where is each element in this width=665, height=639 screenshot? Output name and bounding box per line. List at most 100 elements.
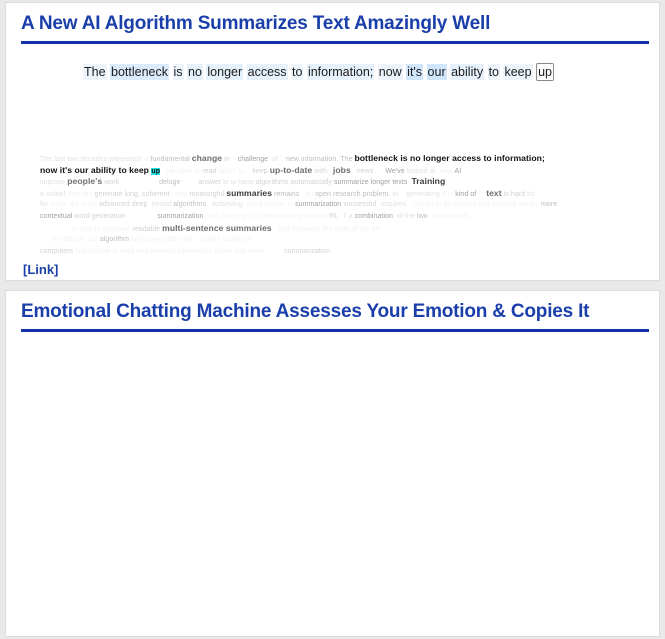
cloud-token: generating <box>406 190 440 198</box>
summary-token: to <box>291 64 304 80</box>
cloud-token: keep <box>252 167 268 175</box>
article-link-1[interactable]: [Link] <box>23 262 59 277</box>
cloud-token: two <box>416 212 428 220</box>
cloud-token: meaningful <box>189 190 225 198</box>
cloud-row: is able to generate readable multi-sente… <box>40 223 640 235</box>
cloud-token: training <box>278 212 304 220</box>
cloud-token: The last two decades <box>40 156 108 163</box>
cloud-token: fundamental <box>150 156 190 163</box>
cloud-token: deluge <box>159 179 181 187</box>
cloud-token: advanced deep <box>98 201 148 209</box>
cloud-token: Training <box>411 176 446 187</box>
cloud-token <box>373 168 385 175</box>
cloud-token: of <box>268 156 281 163</box>
cloud-row: we believe our algorithm will prove usef… <box>40 234 640 246</box>
article-card-1: A New AI Algorithm Summarizes Text Amazi… <box>5 2 660 281</box>
cloud-token: faster to <box>216 167 247 175</box>
cloud-token: and <box>169 190 190 198</box>
cloud-token: summarization <box>157 212 204 220</box>
cloud-token: work <box>102 179 120 187</box>
cloud-token: successful <box>341 201 377 209</box>
cloud-token: up-to-date <box>269 164 313 175</box>
summary-token: keep <box>503 64 533 80</box>
cloud-token: a <box>140 156 151 163</box>
cloud-row: for even the most advanced deep neural a… <box>40 199 640 211</box>
summary-token: access <box>246 64 288 80</box>
cloud-token: method <box>303 212 330 220</box>
cloud-row: improve people's work deluge answer is t… <box>40 176 640 188</box>
cloud-token: contextual <box>40 212 73 220</box>
cloud-token: summarize longer texts <box>333 179 408 187</box>
summary-token: it's <box>406 64 424 80</box>
cloud-token: generate long, coherent <box>94 190 170 198</box>
cloud-token: multi-sentence summaries <box>162 222 272 233</box>
summary-token: up <box>536 63 554 81</box>
cloud-token: the most <box>67 201 99 209</box>
cloud-token: RL <box>329 212 339 220</box>
summary-token: to <box>487 64 500 80</box>
cloud-token: kind of <box>455 190 477 198</box>
cloud-token: even <box>50 201 68 209</box>
cloud-token: summarization <box>295 201 342 209</box>
cloud-token: a model <box>40 190 66 198</box>
cloud-token: algorithm <box>99 236 130 244</box>
cloud-token: We've <box>385 167 405 175</box>
cloud-token: T a <box>338 212 355 220</box>
cloud-token: in <box>222 156 232 163</box>
cloud-row: a model that can generate long, coherent… <box>40 188 640 200</box>
cloud-token: requires <box>376 201 409 209</box>
cloud-token: an <box>299 190 316 198</box>
source-text-cloud: The last two decades witnessed a fundame… <box>40 153 640 255</box>
cloud-token: for <box>527 190 536 198</box>
cloud-token: summaries <box>226 187 273 198</box>
cloud-token: is hard <box>501 190 528 198</box>
cloud-token: answer <box>198 179 222 187</box>
cloud-token: Achieving <box>206 201 245 209</box>
summary-token: longer <box>206 64 244 80</box>
cloud-token: model to go <box>408 201 454 209</box>
cloud-token: now it's our ability to keep <box>40 164 152 175</box>
cloud-token: people's <box>67 176 103 187</box>
title-underline <box>21 41 649 44</box>
summary-token: now <box>377 64 403 80</box>
cloud-token: challenge <box>237 156 269 163</box>
cloud-token: we have to <box>160 167 203 175</box>
cloud-token: and people to read and process informati… <box>73 247 267 255</box>
cloud-token: for <box>40 201 51 209</box>
cloud-token <box>125 213 157 220</box>
cloud-token: approaches <box>427 212 469 220</box>
cloud-token: The <box>340 156 353 163</box>
cloud-token: is able to generate <box>71 225 133 233</box>
page-title: Emotional Chatting Machine Assesses Your… <box>21 301 590 322</box>
cloud-token: combination <box>354 212 393 220</box>
cloud-token: up <box>151 167 161 175</box>
cloud-row: The last two decades witnessed a fundame… <box>40 153 640 165</box>
cloud-token: jobs <box>332 164 351 175</box>
summary-token: no <box>187 64 203 80</box>
cloud-token: more <box>541 201 558 209</box>
summary-sentence: The bottleneck is no longer access to in… <box>83 63 554 81</box>
summary-token: The <box>83 64 107 80</box>
summary-token: bottleneck <box>110 64 170 80</box>
cloud-token: is to have <box>221 179 256 187</box>
cloud-token: we believe our <box>49 236 100 244</box>
cloud-token <box>180 179 198 186</box>
cloud-token: a wide variety of <box>194 236 254 244</box>
cloud-token <box>40 226 72 233</box>
cloud-token: looked at <box>404 167 438 175</box>
cloud-token: that can <box>65 190 95 198</box>
summary-token: is <box>172 64 184 80</box>
page-title: A New AI Algorithm Summarizes Text Amazi… <box>21 13 491 34</box>
cloud-token: neural <box>147 201 174 209</box>
cloud-token: witnessed <box>109 156 141 163</box>
cloud-token: remains <box>272 190 300 198</box>
cloud-token: how <box>437 167 455 175</box>
summary-token: our <box>426 64 447 80</box>
cloud-row: now it's our ability to keep up we have … <box>40 165 640 177</box>
cloud-token: algorithms <box>173 201 207 209</box>
cloud-token: copying words <box>491 201 537 209</box>
cloud-token: computers <box>40 247 74 255</box>
cloud-token: new information. <box>286 156 339 163</box>
cloud-token: and improves the state of the art <box>271 225 382 233</box>
